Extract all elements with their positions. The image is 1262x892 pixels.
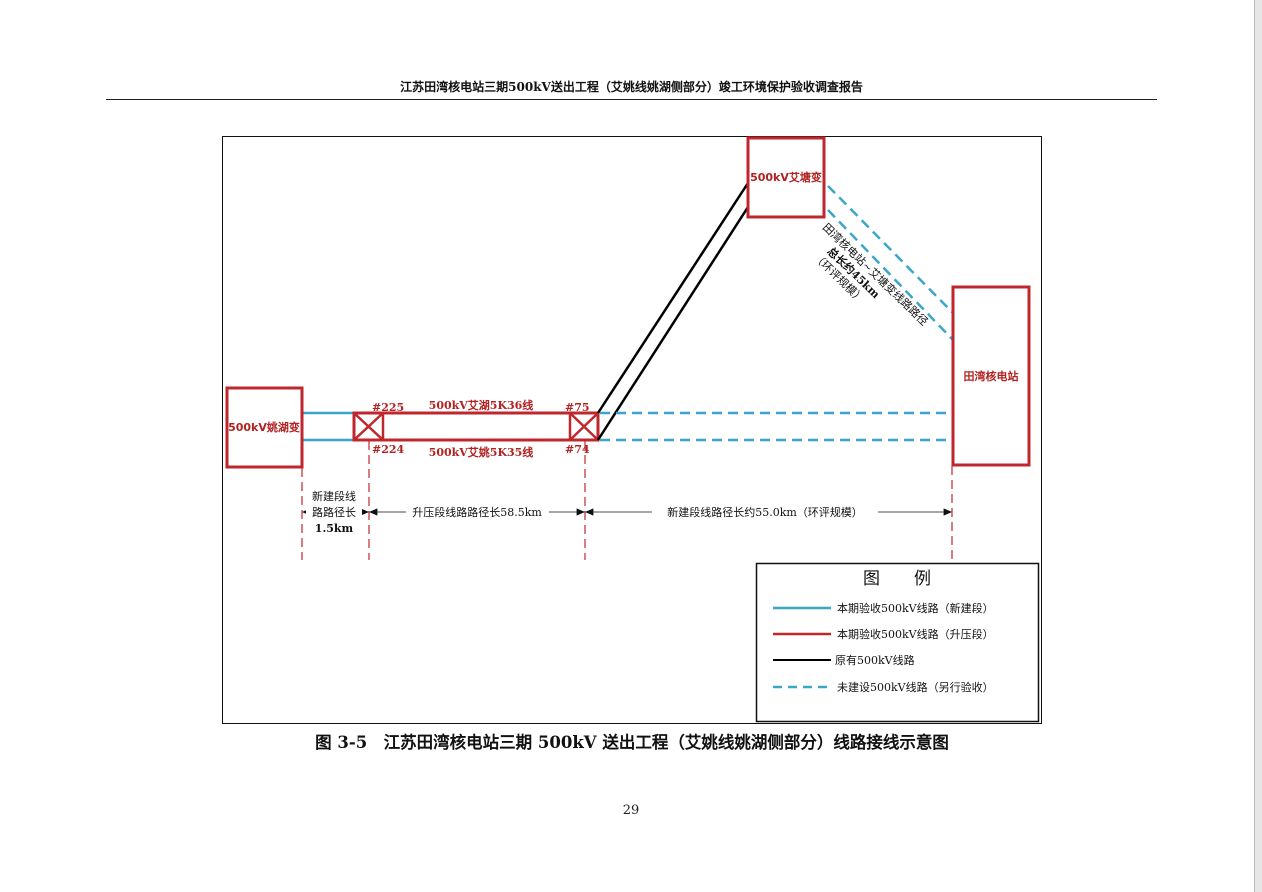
legend-item-upgrade: 本期验收500kV线路（升压段） xyxy=(837,627,994,641)
figure-caption: 图 3-5 江苏田湾核电站三期 500kV 送出工程（艾姚线姚湖侧部分）线路接线… xyxy=(315,733,949,752)
page-number: 29 xyxy=(622,803,640,818)
tower-75-label: #75 xyxy=(565,401,590,414)
diagonal-note: 田湾核电站~艾塘变线路路径 总长约45km （环评规模） xyxy=(811,220,932,328)
seg1-label-1: 新建段线 xyxy=(312,489,356,503)
tower-74-label: #74 xyxy=(565,443,590,456)
page-edge xyxy=(1254,0,1262,892)
seg1-label-3: 1.5km xyxy=(315,522,354,535)
running-header: 江苏田湾核电站三期500kV送出工程（艾姚线姚湖侧部分）竣工环境保护验收调查报告 xyxy=(400,80,863,94)
legend-item-unbuilt: 未建设500kV线路（另行验收） xyxy=(837,680,994,694)
line-5k36-label: 500kV艾湖5K36线 xyxy=(429,398,534,412)
tower-75-74-icon xyxy=(568,411,600,442)
tower-225-224-icon xyxy=(352,411,385,442)
legend: 图 例 本期验收500kV线路（新建段） 本期验收500kV线路（升压段） 原有… xyxy=(755,562,1040,723)
existing-line-upper xyxy=(596,182,750,414)
legend-title: 图 例 xyxy=(863,569,931,589)
legend-item-existing: 原有500kV线路 xyxy=(835,653,915,667)
station-tianwan xyxy=(951,285,1031,467)
header-rule xyxy=(106,99,1157,100)
diagram-frame xyxy=(222,136,1042,724)
seg2-label: 升压段线路路径长58.5km xyxy=(412,505,542,519)
tower-225-label: #225 xyxy=(372,401,404,414)
seg3-label: 新建段线路径长约55.0km（环评规模） xyxy=(667,505,863,519)
existing-line-lower xyxy=(596,206,750,441)
station-yaohu-label: 500kV姚湖变 xyxy=(228,420,300,434)
seg1-label-2: 路路径长 xyxy=(312,506,356,519)
station-tianwan-label: 田湾核电站 xyxy=(964,369,1019,383)
station-aitang xyxy=(746,136,826,219)
station-aitang-label: 500kV艾塘变 xyxy=(750,170,822,184)
legend-item-new: 本期验收500kV线路（新建段） xyxy=(837,601,994,615)
upgrade-section xyxy=(352,411,600,442)
line-5k35-label: 500kV艾姚5K35线 xyxy=(429,445,534,459)
dimension-markers xyxy=(301,441,953,560)
unbuilt-lines xyxy=(600,185,954,442)
station-yaohu xyxy=(225,386,304,469)
tower-224-label: #224 xyxy=(372,443,405,456)
